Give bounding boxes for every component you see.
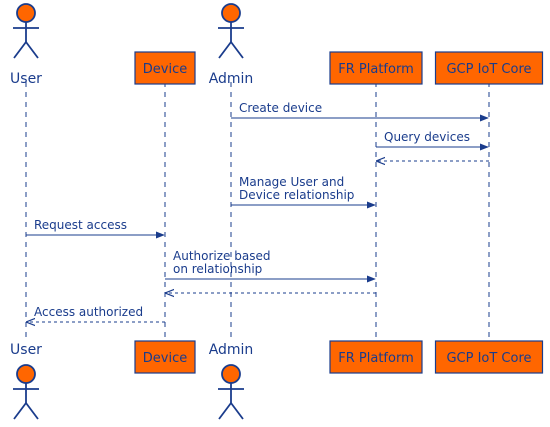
message-label: Query devices — [384, 130, 470, 144]
participant-gcp-label: GCP IoT Core — [446, 62, 531, 77]
actor-head — [221, 3, 241, 23]
actor-right-leg — [25, 41, 39, 59]
participant-device-label: Device — [143, 351, 187, 366]
actor-left-leg — [13, 402, 27, 420]
actor-head — [221, 364, 241, 384]
actor-head — [16, 3, 36, 23]
actor-left-leg — [218, 402, 232, 420]
message-label: Manage User and — [239, 175, 344, 189]
message-label: Create device — [239, 101, 322, 115]
participant-gcp-label: GCP IoT Core — [446, 351, 531, 366]
message-label: on relationship — [173, 262, 262, 276]
participant-device-box — [134, 340, 196, 374]
participant-device-box — [134, 51, 196, 85]
actor-left-leg — [218, 41, 232, 59]
actor-user-bottom-figure — [13, 364, 39, 420]
actor-head — [16, 364, 36, 384]
participant-fr-box — [329, 340, 423, 374]
participant-fr-label: FR Platform — [338, 351, 413, 366]
actor-user-bottom-label: User — [10, 342, 42, 358]
message-8: Access authorized — [27, 305, 165, 322]
participant-fr-label: FR Platform — [338, 62, 413, 77]
message-label: Device relationship — [239, 188, 354, 202]
participant-gcp-box — [434, 51, 544, 85]
actor-right-leg — [230, 41, 244, 59]
message-label: Request access — [34, 218, 127, 232]
message-2: Query devices — [376, 130, 489, 151]
message-1: Create device — [231, 101, 489, 122]
actor-user-label: User — [10, 71, 42, 87]
participant-device-label: Device — [143, 62, 187, 77]
actor-admin-figure — [218, 3, 244, 59]
actor-user-figure — [13, 3, 39, 59]
participant-fr-box — [329, 51, 423, 85]
actor-right-leg — [25, 402, 39, 420]
actor-admin-label: Admin — [209, 71, 254, 87]
message-label: Authorize based — [173, 249, 270, 263]
actor-admin-bottom-figure — [218, 364, 244, 420]
message-5: Request access — [26, 218, 165, 239]
actor-admin-bottom-label: Admin — [209, 342, 254, 358]
message-label: Access authorized — [34, 305, 143, 319]
actor-left-leg — [13, 41, 27, 59]
participant-gcp-box — [434, 340, 544, 374]
actor-right-leg — [230, 402, 244, 420]
